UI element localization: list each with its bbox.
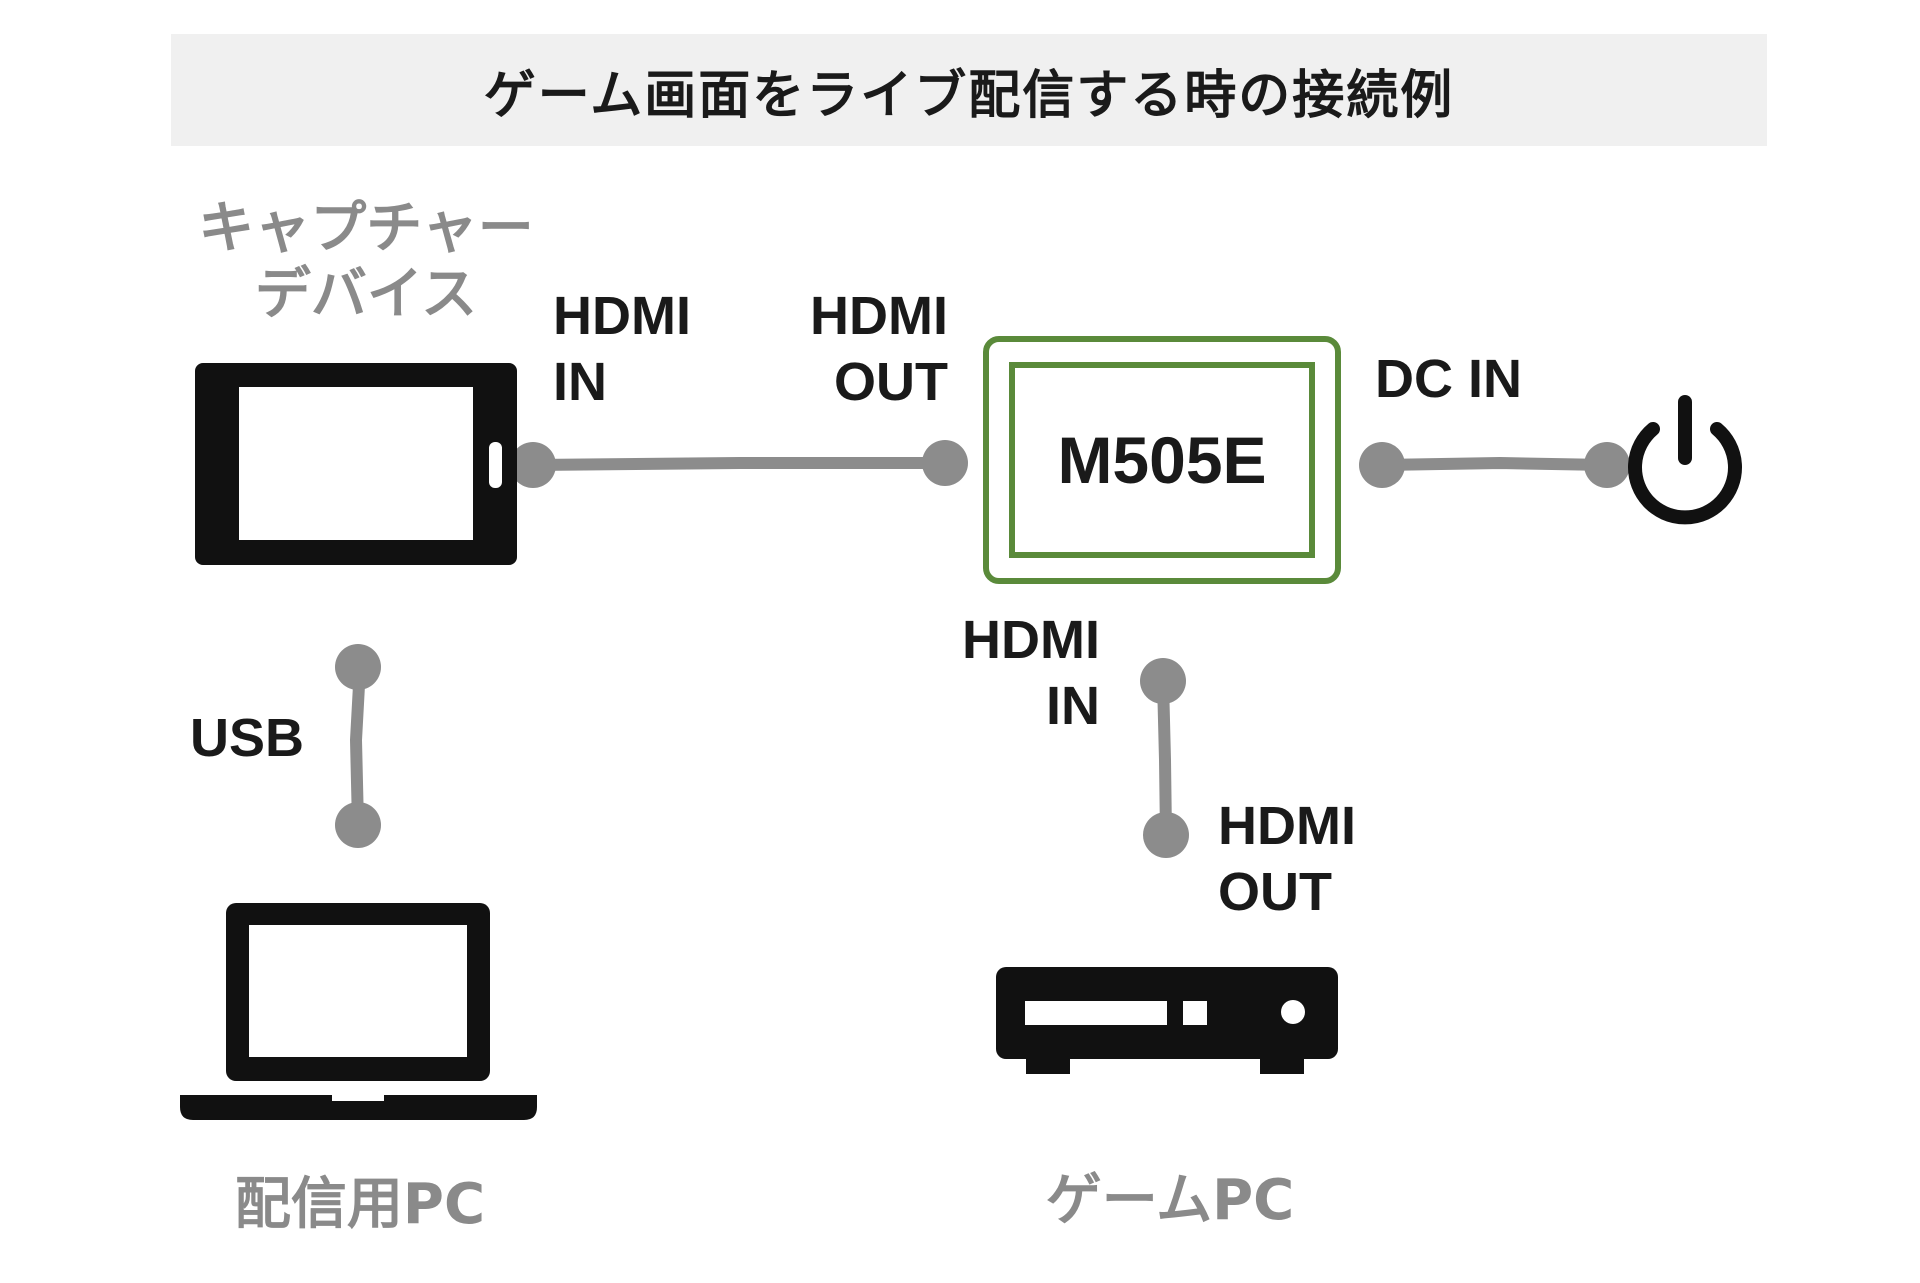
game-pc-label: ゲームPC: [1045, 1168, 1295, 1233]
laptop-icon: [180, 903, 537, 1120]
game-console-icon: [996, 967, 1338, 1074]
power-icon: [1628, 395, 1742, 525]
m505e-label: M505E: [1057, 423, 1267, 497]
cable-usb: [349, 661, 366, 831]
game-hdmi-out-label: HDMI OUT: [1218, 793, 1356, 925]
main-hdmi-out-line1: HDMI: [810, 286, 948, 346]
connector-main-hdmi-in: [1140, 658, 1186, 704]
connector-capture-hdmi-in: [510, 442, 556, 488]
m505e-device: M505E: [983, 336, 1341, 584]
connector-main-hdmi-out: [922, 440, 968, 486]
capture-hdmi-in-line1: HDMI: [553, 286, 691, 346]
capture-device-label: キャプチャー デバイス: [196, 196, 536, 328]
main-hdmi-out-label: HDMI OUT: [748, 283, 948, 415]
main-hdmi-in-line2: IN: [1046, 676, 1100, 736]
game-hdmi-out-line2: OUT: [1218, 862, 1332, 922]
cable-capture-to-main: [527, 457, 951, 471]
main-hdmi-in-line1: HDMI: [962, 610, 1100, 670]
connector-main-dc-in: [1359, 442, 1405, 488]
title-bar: ゲーム画面をライブ配信する時の接続例: [171, 34, 1767, 146]
capture-device-label-line2: デバイス: [254, 262, 478, 327]
connector-usb-capture: [335, 644, 381, 690]
capture-hdmi-in-label: HDMI IN: [553, 283, 691, 415]
main-hdmi-out-line2: OUT: [834, 352, 948, 412]
cable-main-to-game: [1157, 675, 1172, 841]
usb-label: USB: [190, 708, 305, 768]
dc-in-label: DC IN: [1375, 349, 1522, 409]
streaming-pc-label: 配信用PC: [234, 1172, 486, 1237]
connector-usb-pc: [335, 802, 381, 848]
capture-device-label-line1: キャプチャー: [198, 196, 534, 261]
page-title: ゲーム画面をライブ配信する時の接続例: [483, 65, 1455, 126]
game-hdmi-out-line1: HDMI: [1218, 796, 1356, 856]
connector-game-hdmi-out: [1143, 812, 1189, 858]
tablet-icon: [195, 363, 517, 565]
capture-hdmi-in-line2: IN: [553, 352, 607, 412]
connector-power: [1584, 442, 1630, 488]
m505e-device-inner: M505E: [1009, 362, 1315, 558]
main-hdmi-in-label: HDMI IN: [900, 607, 1100, 739]
cable-main-to-power: [1376, 456, 1613, 471]
